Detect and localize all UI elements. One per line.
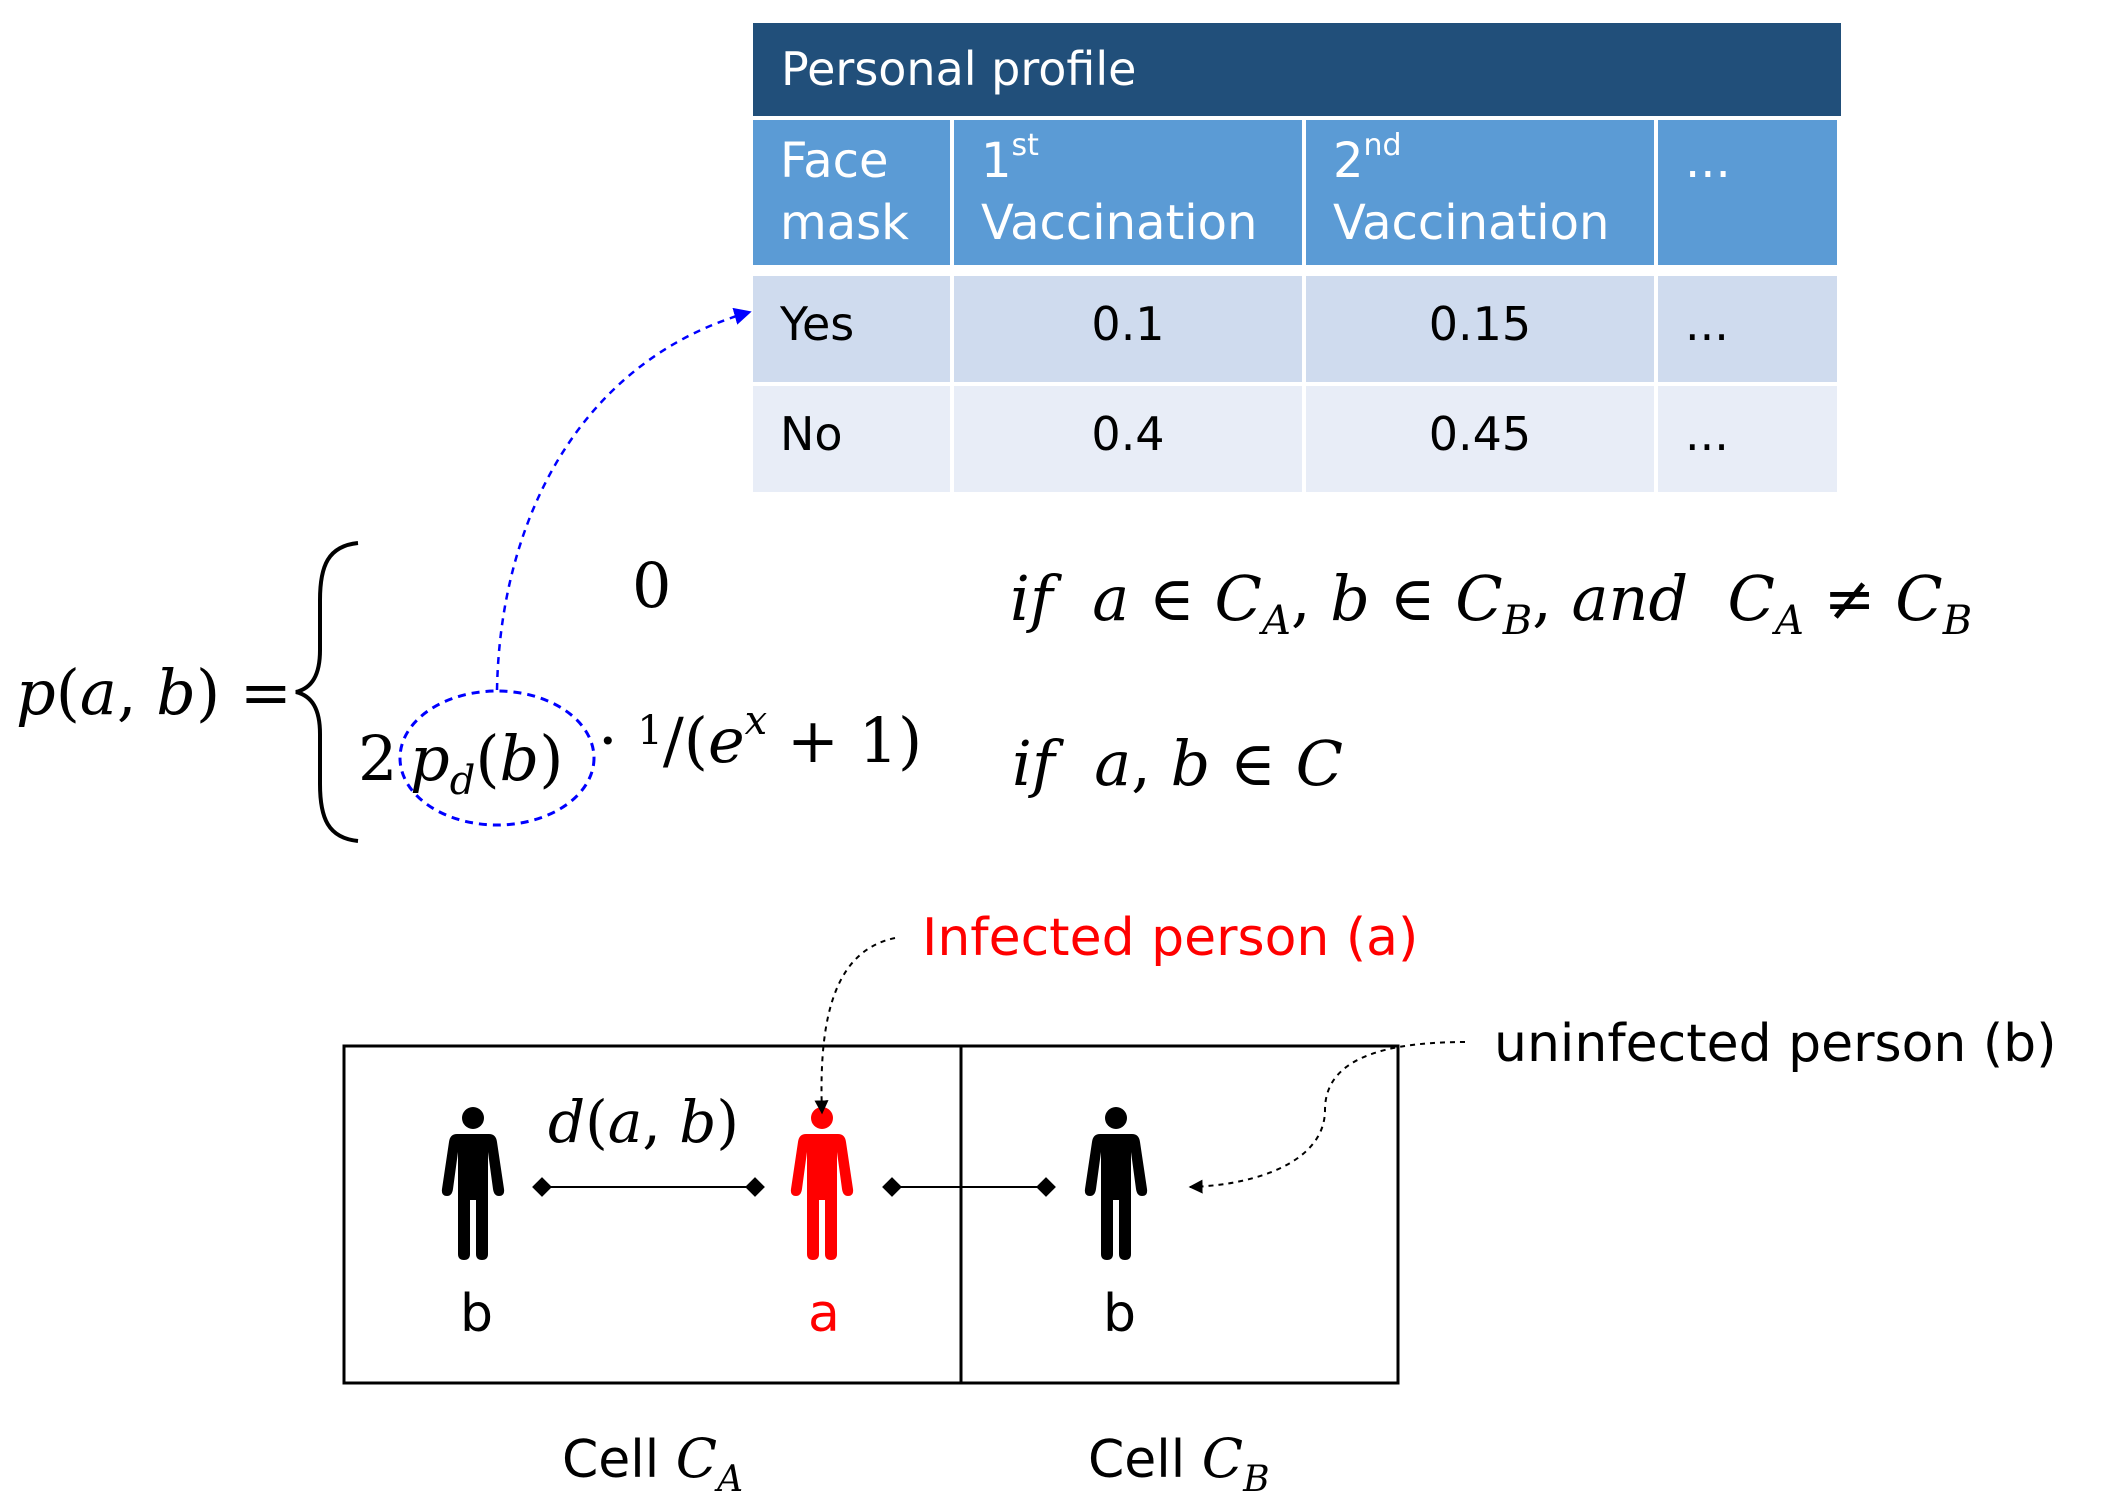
cell-b-box: [959, 1044, 1400, 1385]
personal-profile-table: Personal profile Face mask 1st Vaccinati…: [753, 23, 1841, 492]
table-cell: No: [753, 386, 950, 492]
distance-label: d(a, b): [548, 1088, 740, 1156]
person-icon-left: [441, 1107, 505, 1260]
table-title: Personal profile: [753, 23, 1841, 116]
table-cell: 0.4: [954, 386, 1302, 492]
distance-connector-right: [882, 1177, 1056, 1197]
ordinal: 1: [981, 133, 1012, 189]
person-icon-infected: [790, 1107, 854, 1260]
distance-connector-left: [532, 1177, 765, 1197]
uninfected-person-label: uninfected person (b): [1494, 1014, 2057, 1074]
person-icon-right: [1084, 1107, 1148, 1260]
person-infected-label: a: [808, 1284, 840, 1344]
table-cell: 0.1: [954, 276, 1302, 382]
case2-coefficient: 2: [358, 722, 398, 795]
curly-brace: [295, 541, 359, 843]
table-cell: Yes: [753, 276, 950, 382]
table-header-row: Face mask 1st Vaccination 2nd Vaccinatio…: [753, 120, 1841, 265]
table-cell: 0.45: [1306, 386, 1654, 492]
header-1st-vaccination: 1st Vaccination: [954, 120, 1302, 265]
table-cell: ...: [1658, 276, 1837, 382]
table-cell: ...: [1658, 386, 1837, 492]
case2-condition: if a, b ∈ C: [1012, 727, 1344, 800]
cell-a-label: Cell CA: [562, 1427, 744, 1500]
header-more: ...: [1658, 120, 1837, 265]
header-face-mask: Face mask: [753, 120, 950, 265]
ordinal: 2: [1333, 133, 1364, 189]
highlight-ellipse: [398, 689, 596, 827]
table-cell: 0.15: [1306, 276, 1654, 382]
header-2nd-vaccination: 2nd Vaccination: [1306, 120, 1654, 265]
uninfected-pointer-arrow: [1188, 1041, 1466, 1194]
case2-term: pd(b): [410, 722, 564, 804]
infected-pointer-arrow: [814, 937, 896, 1115]
equation-lhs: p(a, b) =: [16, 656, 292, 729]
case1-value: 0: [632, 549, 672, 622]
person-right-label: b: [1103, 1284, 1137, 1344]
case2-fraction: · 1/(ex + 1): [598, 698, 923, 777]
infected-person-label: Infected person (a): [922, 908, 1419, 968]
table-row: Yes 0.1 0.15 ...: [753, 276, 1841, 382]
ordinal-suffix: nd: [1363, 128, 1402, 163]
ordinal-suffix: st: [1011, 128, 1039, 163]
cell-b-label: Cell CB: [1088, 1427, 1270, 1500]
header-label: Vaccination: [981, 195, 1258, 251]
person-left-label: b: [460, 1284, 494, 1344]
lookup-arrow: [495, 307, 752, 691]
table-row: No 0.4 0.45 ...: [753, 386, 1841, 492]
case1-condition: if a ∈ CA, b ∈ CB, and CA ≠ CB: [1010, 562, 1973, 644]
header-label: Vaccination: [1333, 195, 1610, 251]
